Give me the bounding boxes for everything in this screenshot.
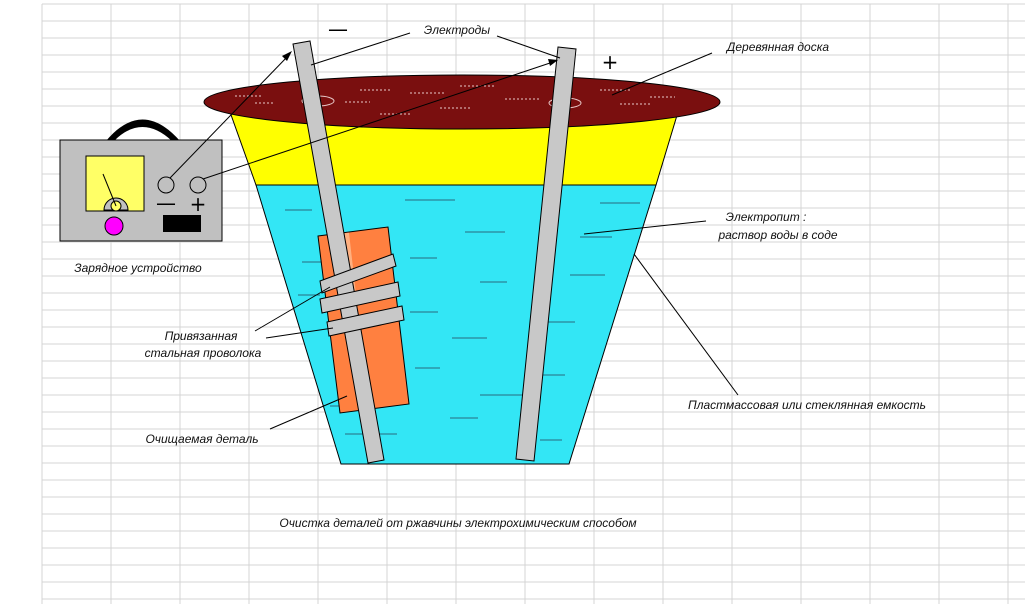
connection-wires	[169, 51, 558, 180]
charger-plus-sign: +	[190, 192, 207, 216]
electrode-right	[515, 46, 577, 462]
label-electrolyte-desc: раствор воды в соде	[717, 228, 837, 242]
leader-lines	[254, 32, 739, 430]
negative-sign: —	[328, 17, 348, 41]
label-part: Очищаемая деталь	[145, 432, 258, 446]
charger-display	[163, 215, 201, 232]
wooden-board	[203, 74, 721, 130]
electrolyte-water	[255, 184, 657, 465]
board-texture	[235, 85, 675, 115]
label-charger: Зарядное устройство	[74, 261, 202, 275]
charger-minus-sign: —	[156, 191, 176, 215]
label-wooden-board: Деревянная доска	[725, 40, 829, 54]
steel-wire	[319, 253, 405, 337]
label-container: Пластмассовая или стеклянная емкость	[688, 398, 926, 412]
diagram-caption: Очистка деталей от ржавчины электрохимич…	[279, 516, 636, 530]
terminal-positive	[189, 176, 207, 194]
charger: — +	[59, 119, 223, 242]
label-wire-2: стальная проволока	[145, 346, 262, 360]
terminal-negative	[157, 176, 175, 194]
label-electrodes: Электроды	[424, 23, 490, 37]
container	[229, 111, 679, 465]
positive-sign: +	[602, 50, 619, 74]
label-electrolyte-title: Электропит :	[726, 210, 807, 224]
meter-needle	[102, 173, 117, 207]
indicator-lamp	[104, 216, 124, 236]
label-wire-1: Привязанная	[165, 329, 238, 343]
charger-handle	[106, 119, 180, 141]
